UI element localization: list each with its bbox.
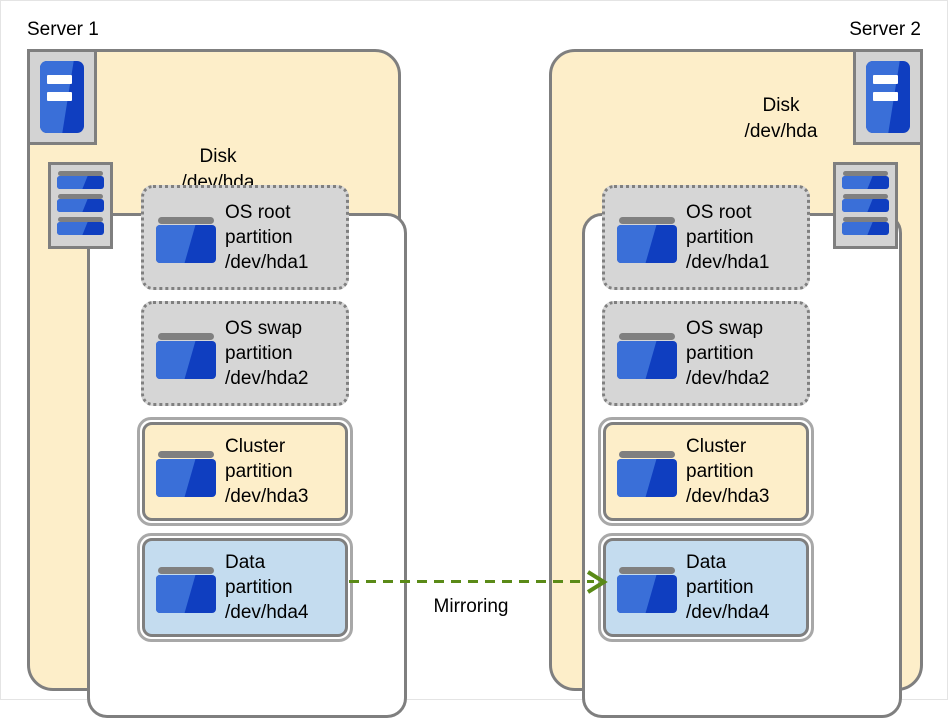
partition-label-line1: Data [686,552,727,573]
partition-label-line1: Cluster [225,436,286,457]
partition-label-line3: /dev/hda4 [225,602,309,623]
partition-label: Cluster partition /dev/hda3 [686,434,769,509]
partition-label-line1: OS swap [686,318,764,339]
partition-label: OS root partition /dev/hda1 [686,200,769,275]
server1-disk-caption-line1: Disk [199,146,237,167]
partition-os-root-s2[interactable]: OS root partition /dev/hda1 [602,185,810,290]
partition-label-line2: partition [225,461,293,482]
disk-platter [842,171,889,189]
partition-label-line2: partition [686,343,754,364]
diagram-canvas: Server 1 Disk /dev/hda OS root partition… [0,0,948,700]
partition-label-line3: /dev/hda3 [225,486,309,507]
server-tower-icon [27,49,97,145]
server-tower-slot [47,75,72,84]
partition-label-line1: OS root [225,202,291,223]
partition-label-line2: partition [225,343,293,364]
partition-label-line3: /dev/hda2 [686,368,770,389]
partition-drive-icon [617,445,677,499]
partition-label-line2: partition [686,461,754,482]
partition-drive-icon [156,561,216,615]
partition-label-line3: /dev/hda3 [686,486,770,507]
partition-data-s2[interactable]: Data partition /dev/hda4 [598,533,814,642]
disk-platter [842,194,889,212]
server2-disk-caption-line2: /dev/hda [744,121,818,142]
partition-label-line1: OS root [686,202,752,223]
mirroring-connector-line [349,580,594,583]
partition-drive-icon [156,327,216,381]
partition-label-line3: /dev/hda4 [686,602,770,623]
partition-label-line3: /dev/hda2 [225,368,309,389]
partition-label: Cluster partition /dev/hda3 [225,434,308,509]
partition-label: OS root partition /dev/hda1 [225,200,308,275]
partition-os-swap-s2[interactable]: OS swap partition /dev/hda2 [602,301,810,406]
partition-label-line2: partition [225,227,293,248]
server2-disk-caption: Disk /dev/hda [701,93,861,145]
partition-label: Data partition /dev/hda4 [225,550,308,625]
disk-platter [57,171,104,189]
server2-title: Server 2 [849,19,921,40]
partition-label: Data partition /dev/hda4 [686,550,769,625]
server1-title: Server 1 [27,19,99,40]
server-tower-body [40,61,84,133]
partition-drive-icon [617,327,677,381]
disk-platter [57,217,104,235]
server-tower-body [866,61,910,133]
server-tower-slot [47,92,72,101]
server-tower-slot [873,92,898,101]
partition-label-line3: /dev/hda1 [225,252,309,273]
partition-drive-icon [617,561,677,615]
disk-platter [842,217,889,235]
disk-platter [57,194,104,212]
partition-drive-icon [156,211,216,265]
partition-label-line3: /dev/hda1 [686,252,770,273]
disk-array-icon [833,162,898,249]
partition-os-swap-s1[interactable]: OS swap partition /dev/hda2 [141,301,349,406]
partition-os-root-s1[interactable]: OS root partition /dev/hda1 [141,185,349,290]
server-tower-slot [873,75,898,84]
partition-label: OS swap partition /dev/hda2 [686,316,769,391]
partition-label-line1: OS swap [225,318,303,339]
server-tower-icon [853,49,923,145]
partition-label-line1: Data [225,552,266,573]
server2-disk-caption-line1: Disk [762,95,800,116]
partition-cluster-s2[interactable]: Cluster partition /dev/hda3 [598,417,814,526]
partition-data-s1[interactable]: Data partition /dev/hda4 [137,533,353,642]
partition-label-line1: Cluster [686,436,747,457]
partition-drive-icon [156,445,216,499]
partition-label: OS swap partition /dev/hda2 [225,316,308,391]
disk-array-icon [48,162,113,249]
partition-label-line2: partition [225,577,293,598]
partition-label-line2: partition [686,577,754,598]
partition-drive-icon [617,211,677,265]
partition-label-line2: partition [686,227,754,248]
partition-cluster-s1[interactable]: Cluster partition /dev/hda3 [137,417,353,526]
mirroring-label: Mirroring [433,596,509,617]
